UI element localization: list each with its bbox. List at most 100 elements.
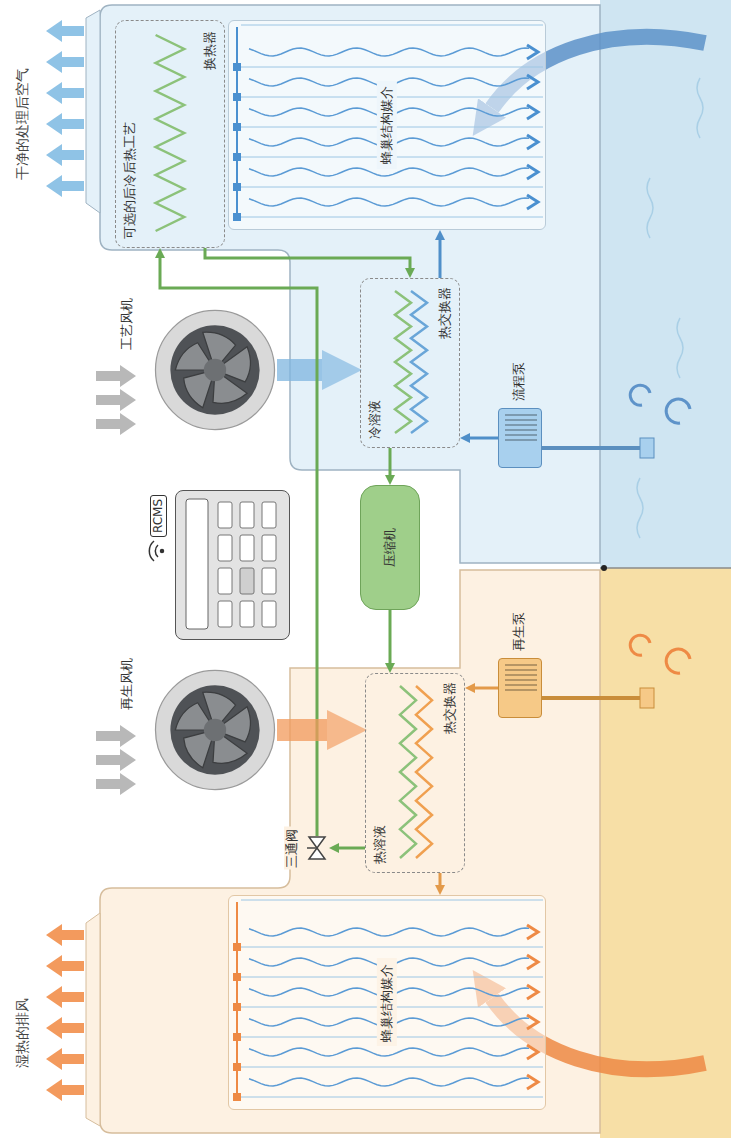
honeycomb-media-drawing-part — [527, 1045, 538, 1059]
process-pump-drawing — [499, 407, 543, 467]
flow-connector — [439, 873, 442, 885]
flow-connector — [389, 610, 392, 663]
control-panel-drawing-part — [262, 601, 276, 627]
pump-intakes — [542, 438, 654, 708]
honeycomb-media-drawing-part — [236, 902, 238, 1101]
inlet-arrow — [96, 413, 136, 435]
node-heading: RCMS — [150, 495, 167, 537]
swirl-arrows-part — [666, 399, 690, 423]
process-pump-drawing-part — [505, 434, 537, 436]
air-arrow — [46, 82, 84, 104]
process-fan-drawing-part — [155, 310, 274, 429]
process-fan: 工艺风机 — [153, 308, 277, 432]
regeneration-pump-drawing-part — [505, 669, 537, 671]
process-fan-drawing-part — [204, 359, 226, 381]
air-arrow — [46, 986, 84, 1008]
swirl-arrows-part — [630, 385, 650, 405]
control-panel-drawing — [176, 489, 291, 639]
regeneration-fan: 再生风机 — [153, 668, 277, 792]
swirl-arrows — [630, 385, 690, 673]
honeycomb-media: 蜂巢结构媒介 — [228, 20, 546, 230]
control-panel-drawing-part — [240, 535, 254, 561]
water-ground — [600, 0, 731, 568]
honeycomb-media-drawing-part — [249, 198, 529, 206]
honeycomb-media-drawing-part — [241, 900, 543, 901]
inlet-arrow — [96, 725, 136, 747]
honeycomb-media-drawing-part — [241, 187, 543, 188]
node-text: 热交换器 — [437, 287, 453, 339]
control-panel: RCMS — [175, 490, 290, 640]
heat-exchanger-box-drawing-part — [411, 291, 427, 433]
node-heading: 再生泵 — [511, 612, 527, 651]
compressor-box: 压缩机 — [360, 485, 420, 610]
node-text: 可选的后冷后热工艺 — [122, 122, 138, 239]
control-panel-drawing-part-part — [155, 545, 158, 557]
honeycomb-media-drawing-part — [527, 195, 538, 209]
node-heading: 工艺风机 — [119, 298, 135, 350]
ground-divider — [600, 567, 731, 569]
honeycomb-media-drawing-part — [233, 183, 241, 191]
control-panel-drawing-part — [218, 568, 232, 594]
honeycomb-media-drawing-part — [233, 1093, 241, 1101]
honeycomb-media-drawing-part — [241, 67, 543, 68]
inlet-arrow — [96, 749, 136, 771]
flow-connector — [470, 437, 498, 440]
regeneration-fan-drawing-part — [155, 670, 274, 789]
honeycomb-media-drawing-part — [233, 63, 241, 71]
honeycomb-media-drawing-part — [249, 1048, 529, 1056]
control-panel-drawing-part — [218, 502, 232, 528]
inlet-arrow — [96, 365, 136, 387]
honeycomb-media-drawing-part — [527, 985, 538, 999]
node-text: 冷溶液 — [367, 400, 383, 439]
air-arrow — [46, 1048, 84, 1070]
honeycomb-media-drawing-part — [233, 213, 241, 221]
air-arrow — [46, 955, 84, 977]
honeycomb-media-drawing-part — [233, 153, 241, 161]
control-panel-drawing-part — [149, 541, 163, 561]
regeneration-pump-drawing-part — [505, 684, 537, 686]
flow-connector — [277, 719, 327, 741]
control-panel-drawing-part — [262, 502, 276, 528]
air-arrow — [46, 113, 84, 135]
regeneration-housing — [100, 570, 600, 1133]
honeycomb-media-drawing-part — [527, 75, 538, 89]
honeycomb-media-drawing-part — [233, 973, 241, 981]
regeneration-pump-drawing-part — [505, 679, 537, 681]
optional-process-box: 可选的后冷后热工艺换热器 — [115, 20, 225, 248]
honeycomb-media-drawing-part — [249, 1078, 529, 1086]
honeycomb-media-drawing-part — [241, 947, 543, 948]
node-heading: 再生风机 — [119, 658, 135, 710]
honeycomb-media-drawing-part — [233, 943, 241, 951]
air-arrow — [46, 20, 84, 42]
air-arrow — [46, 1017, 84, 1039]
honeycomb-media-drawing-part — [527, 1015, 538, 1029]
honeycomb-media-drawing-part — [249, 48, 529, 56]
outlet-air-label: 干净的处理后空气 — [14, 68, 32, 180]
air-arrow — [46, 51, 84, 73]
node-heading: 三通阀 — [284, 827, 300, 870]
water-waves-part — [697, 78, 703, 138]
flow-connector — [339, 847, 365, 850]
exhaust-hood — [86, 913, 100, 1126]
pump-intakes-part — [542, 446, 640, 450]
control-panel-drawing-part — [240, 601, 254, 627]
honeycomb-media-drawing-part — [527, 1075, 538, 1089]
water-waves — [637, 78, 703, 538]
process-pump-drawing-part — [505, 439, 537, 441]
swirl-arrows-part — [630, 635, 650, 655]
inlet-arrow — [96, 773, 136, 795]
heat-exchanger-box: 冷溶液 热交换器 — [360, 278, 460, 448]
air-arrow — [46, 144, 84, 166]
flow-connector — [277, 359, 322, 381]
flow-connector — [160, 258, 317, 836]
honeycomb-media-drawing-part — [527, 105, 538, 119]
honeycomb-media-drawing-part — [233, 1063, 241, 1071]
honeycomb-media-drawing-part — [527, 135, 538, 149]
node-text: 压缩机 — [382, 528, 398, 567]
regeneration-pump-drawing-part — [505, 674, 537, 676]
control-panel-drawing-part-part — [161, 550, 164, 553]
process-pump-drawing-part — [505, 424, 537, 426]
process-fan-drawing — [153, 308, 277, 432]
honeycomb-media-drawing-part — [527, 45, 538, 59]
